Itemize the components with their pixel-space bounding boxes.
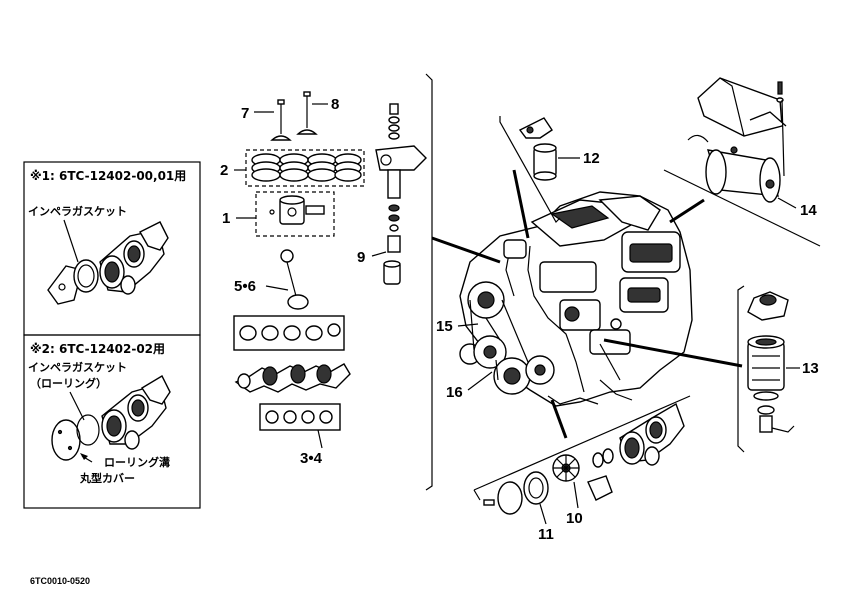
callout-8: 8	[331, 96, 339, 113]
inset-2-gasket-label: インペラガスケット	[28, 360, 127, 374]
leader-to-left	[431, 236, 501, 264]
inset-box-1: ※1: 6TC-12402-00,01用 インペラガスケット	[23, 161, 201, 336]
part-13-section: 13	[737, 285, 819, 453]
leader-to-13	[603, 338, 743, 368]
callout-10: 10	[566, 510, 583, 527]
callout-12: 12	[583, 150, 600, 167]
callout-9: 9	[357, 249, 365, 266]
part-12-section: 12	[499, 116, 600, 223]
engine-block	[459, 191, 693, 407]
inset-2-cover-label: 丸型カバー	[79, 471, 135, 485]
callout-2: 2	[220, 162, 228, 179]
impeller	[552, 454, 580, 482]
inset-2-oring-label: （ローリング）	[30, 376, 107, 390]
part-14-section: 14	[663, 77, 821, 247]
callout-14: 14	[800, 202, 817, 219]
leader-to-14	[669, 198, 705, 224]
callout-13: 13	[802, 360, 819, 377]
piston	[255, 191, 335, 237]
figure-code: 6TC0010-0520	[30, 576, 90, 586]
rod-bearing-set	[233, 315, 345, 351]
callout-1: 1	[222, 210, 230, 227]
inset-1-header: ※1: 6TC-12402-00,01用	[30, 169, 186, 183]
connecting-rod	[280, 249, 309, 310]
callout-16: 16	[446, 384, 463, 401]
leader-to-12	[512, 169, 530, 239]
section-divider	[425, 73, 433, 491]
inset-2-groove-label: ローリング溝	[104, 455, 170, 469]
leader-to-10-11	[550, 399, 568, 439]
callout-11: 11	[538, 526, 554, 543]
crankshaft	[234, 363, 351, 393]
inset-1-gasket-label: インペラガスケット	[28, 204, 127, 218]
piston-ring-set	[245, 149, 365, 187]
callout-7: 7	[241, 105, 249, 122]
main-bearing-set	[259, 403, 341, 431]
callout-5-6: 5•6	[234, 278, 256, 295]
inset-2-header: ※2: 6TC-12402-02用	[30, 342, 165, 356]
callout-15: 15	[436, 318, 453, 335]
inset-2-pump-cover	[51, 375, 171, 461]
water-pump-section: 11 10	[473, 395, 691, 543]
inset-1-pump-cover	[47, 221, 169, 305]
valve-7	[270, 99, 292, 141]
callout-3-4: 3•4	[300, 450, 323, 467]
valve-8	[296, 91, 318, 135]
inset-box-2: ※2: 6TC-12402-02用 インペラガスケット （ローリング） ローリン…	[23, 334, 201, 509]
fuel-injector-assembly	[375, 103, 427, 285]
